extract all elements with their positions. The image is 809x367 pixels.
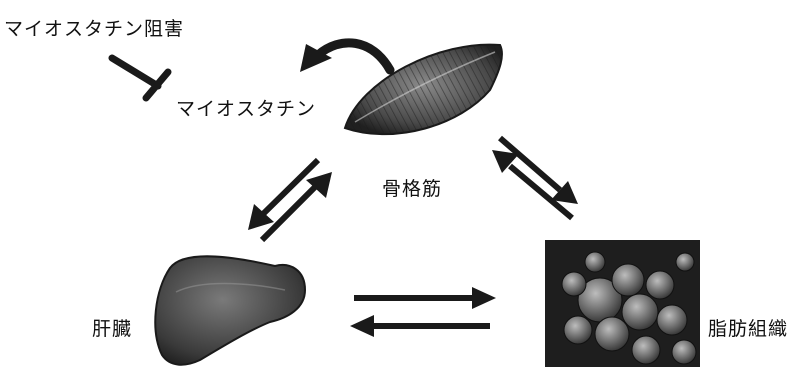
muscle-adipose-arrows: [492, 138, 578, 218]
inhibition-arrow: [112, 58, 168, 98]
adipose-tissue-icon: [545, 240, 700, 367]
liver-label: 肝臓: [92, 314, 132, 341]
secretion-curved-arrow: [300, 43, 390, 72]
liver-adipose-arrows: [350, 287, 496, 337]
skeletal-muscle-icon: [345, 45, 502, 135]
skeletal-muscle-label: 骨格筋: [382, 174, 442, 201]
myostatin-inhibition-label: マイオスタチン阻害: [4, 14, 184, 41]
liver-icon: [155, 256, 305, 364]
muscle-liver-arrows: [248, 160, 332, 240]
myostatin-label: マイオスタチン: [176, 94, 316, 121]
adipose-tissue-label: 脂肪組織: [708, 314, 788, 341]
